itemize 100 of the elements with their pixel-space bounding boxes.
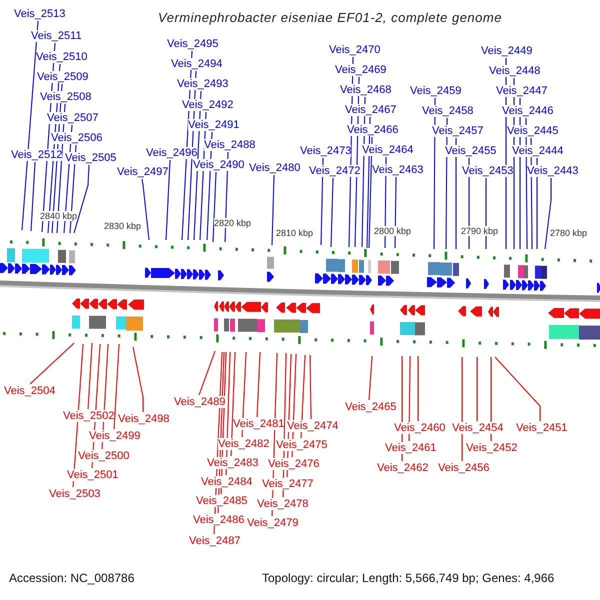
gene-label: Veis_2466 [347,124,398,136]
gene-label: Veis_2444 [512,145,564,157]
gene-label: Veis_2456 [438,462,490,474]
gene-label: Veis_2459 [410,85,462,97]
gene-label: Veis_2476 [268,458,320,470]
scale-label: 2840 kbp [40,211,78,221]
gene-label: Veis_2477 [262,478,314,490]
gene-label: Veis_2507 [47,112,98,124]
scale-label: 2800 kbp [374,226,412,236]
gene-label: Veis_2445 [507,125,558,137]
gene-label: Veis_2481 [233,418,284,430]
gene-label: Veis_2467 [345,104,396,116]
gene-label: Veis_2448 [489,65,540,77]
gene-label: Veis_2511 [31,30,82,42]
gene-label: Veis_2488 [204,139,256,151]
gene-label: Veis_2479 [247,517,298,529]
leader-line [256,352,260,418]
scale-label: 2810 kbp [276,228,314,238]
gene-label: Veis_2493 [177,78,228,90]
leader-line [544,178,552,250]
gene-label: Veis_2452 [466,442,518,454]
gene-label: Veis_2463 [372,164,424,176]
leader-line [198,350,216,396]
gene-label: Veis_2496 [146,147,198,159]
gene-label: Veis_2478 [257,498,308,510]
leader-line [476,356,478,422]
leader-line [30,342,74,384]
gene-label: Veis_2443 [527,165,578,177]
gene-label: Veis_2509 [37,71,88,83]
gene-label: Veis_2480 [249,162,300,174]
gene-label: Veis_2449 [481,45,532,57]
gene-label: Veis_2491 [188,119,240,131]
leader-line [368,136,372,248]
leader-line [368,356,372,400]
gene-label: Veis_2490 [193,159,244,171]
gene-label: Veis_2483 [207,457,258,469]
gene-label: Veis_2469 [335,64,386,76]
gene-label: Veis_2505 [65,152,116,164]
gene-label: Veis_2447 [496,85,548,97]
leader-line [330,178,334,248]
leader-line [132,346,144,412]
gene-label: Veis_2485 [196,495,248,507]
gene-label: Veis_2512 [11,149,62,161]
title: Verminephrobacter eiseniae EF01-2, complete genome [157,9,503,27]
gene-label: Veis_2464 [362,144,414,156]
gene-label: Veis_2510 [36,51,88,63]
gene-label: Veis_2465 [345,401,396,413]
gene-label: Veis_2470 [329,44,380,56]
gene-label: Veis_2468 [340,84,392,96]
leader-line [22,20,38,230]
leader-line [394,176,396,248]
gene-label: Veis_2489 [174,396,226,408]
leader-line [408,356,410,442]
gene-label: Veis_2486 [193,514,244,526]
leader-line [494,356,540,422]
scale-label: 2790 kbp [461,226,498,236]
gene-label: Veis_2451 [516,422,568,434]
scale-label: 2830 kbp [104,221,142,231]
gene-label: Veis_2500 [78,450,130,462]
gene-label: Veis_2482 [218,438,270,450]
gene-label: Veis_2513 [14,8,66,20]
gene-label: Veis_2504 [4,385,56,397]
gene-label: Veis_2462 [377,462,428,474]
scale-label: 2820 kbp [214,218,252,228]
leader-line [88,342,92,410]
gene-label: Veis_2455 [445,145,496,157]
gene-label: Veis_2454 [452,422,504,434]
scale-label: 2780 kbp [550,228,588,238]
leader-line [142,178,150,240]
leader-line [114,344,120,430]
gene-label: Veis_2494 [171,58,222,70]
gene-label: Veis_2498 [118,413,170,425]
gene-label: Veis_2506 [51,132,102,144]
footer-text: Accession: NC_008786 [9,570,134,587]
gene-label: Veis_2501 [67,469,118,481]
gene-label: Veis_2502 [63,410,114,422]
leader-line [30,162,36,232]
gene-label: Veis_2497 [117,166,168,178]
gene-label: Veis_2473 [300,145,352,157]
leader-line [166,160,170,240]
leader-line [230,352,236,456]
leader-line [74,164,90,234]
gene-label: Veis_2495 [167,38,218,50]
gene-label: Veis_2461 [385,442,436,454]
leader-line [212,172,216,242]
leader-line [272,174,274,246]
gene-label: Veis_2475 [276,439,328,451]
gene-label: Veis_2487 [189,535,240,547]
gene-label: Veis_2457 [432,125,484,137]
gene-label: Veis_2472 [309,165,360,177]
gene-label: Veis_2492 [182,99,234,111]
leader-line [310,354,312,420]
gene-label: Veis_2484 [201,476,252,488]
gene-label: Veis_2503 [49,488,100,500]
leader-line [320,158,324,246]
gene-label: Veis_2460 [394,422,446,434]
gene-label: Veis_2446 [502,105,554,117]
footer-text: Topology: circular; Length: 5,566,749 bp; Genes: 4,966 [262,570,554,587]
gene-label: Veis_2453 [462,165,514,177]
gene-label: Veis_2474 [287,420,338,432]
